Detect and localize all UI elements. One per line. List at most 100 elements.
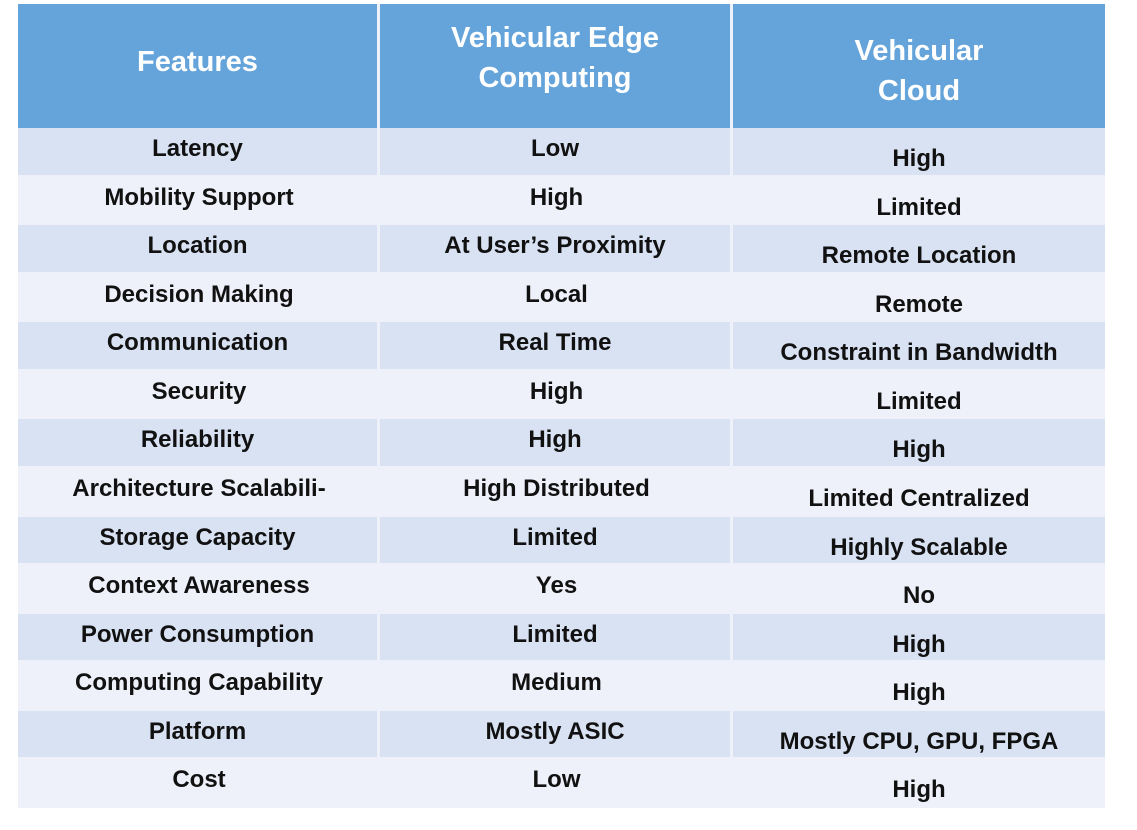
vc-cell: Highly Scalable xyxy=(733,517,1105,566)
feature-cell-text: Cost xyxy=(172,766,226,794)
vc-cell-text: Remote xyxy=(874,290,964,318)
vc-cell-text: Limited xyxy=(876,193,962,221)
vc-cell-text: Remote Location xyxy=(821,242,1017,270)
feature-cell-text: Storage Capacity xyxy=(99,523,296,551)
feature-cell: Mobility Support xyxy=(18,177,380,226)
vec-cell: Local xyxy=(380,274,733,323)
feature-cell: Cost xyxy=(18,759,380,808)
vec-cell-text: Real Time xyxy=(498,329,612,357)
feature-cell-text: Location xyxy=(147,232,248,260)
table-row: Security High Limited xyxy=(18,370,1105,420)
table-row: Mobility Support High Limited xyxy=(18,176,1105,226)
feature-cell: Communication xyxy=(18,322,380,371)
vec-cell: At User’s Proximity xyxy=(380,225,733,274)
vc-cell-text: Limited Centralized xyxy=(808,484,1030,512)
vec-cell: Medium xyxy=(380,662,733,711)
vec-cell: High xyxy=(380,371,733,420)
table-row: Location At User’s Proximity Remote Locati… xyxy=(18,225,1105,274)
vec-cell: Real Time xyxy=(380,322,733,371)
vc-cell: Limited Centralized xyxy=(733,468,1105,517)
feature-cell-text: Platform xyxy=(148,717,247,745)
feature-cell: Latency xyxy=(18,128,380,177)
feature-cell: Location xyxy=(18,225,380,274)
feature-cell-text: Mobility Support xyxy=(104,183,294,211)
header-vec-line2: Computing xyxy=(478,62,632,94)
feature-cell-text: Latency xyxy=(152,135,243,162)
vec-cell-text: Yes xyxy=(535,572,578,600)
feature-cell-text: Computing Capability xyxy=(75,669,323,697)
vc-cell: Limited xyxy=(733,177,1105,226)
feature-cell: Security xyxy=(18,371,380,420)
vc-cell: High xyxy=(733,614,1105,663)
feature-cell: Reliability xyxy=(18,419,380,468)
vc-cell: Remote Location xyxy=(733,225,1105,274)
feature-cell: Storage Capacity xyxy=(18,516,380,566)
vc-cell-text: Highly Scalable xyxy=(830,533,1008,561)
vec-cell-text: Limited xyxy=(512,523,598,551)
header-features-label: Features xyxy=(137,46,258,78)
vec-cell-text: Low xyxy=(532,766,581,794)
vec-cell-text: High xyxy=(528,426,582,454)
feature-cell: Power Consumption xyxy=(18,613,380,663)
table-row: Cost Low High xyxy=(18,759,1105,808)
comparison-table: Features Vehicular Edge Computing Vehicu… xyxy=(18,4,1105,808)
feature-cell-text: Architecture Scalabili- xyxy=(72,474,326,502)
vc-cell: Remote xyxy=(733,274,1105,323)
vec-cell-text: Medium xyxy=(511,669,602,697)
feature-cell-text: Decision Making xyxy=(104,280,294,308)
feature-cell: Architecture Scalabili- xyxy=(18,468,380,517)
vc-cell: No xyxy=(733,565,1105,614)
feature-cell-text: Communication xyxy=(106,329,289,357)
vec-cell: High xyxy=(380,177,733,226)
header-features: Features xyxy=(18,4,380,128)
vc-cell-text: High xyxy=(892,679,946,707)
vec-cell-text: At User’s Proximity xyxy=(444,232,666,260)
header-vec-line1: Vehicular Edge xyxy=(451,22,659,54)
table-row: Decision Making Local Remote xyxy=(18,273,1105,323)
vec-cell-text: Mostly ASIC xyxy=(485,717,625,745)
table-row: Architecture Scalabili- High Distributed L… xyxy=(18,467,1105,517)
table-row: Platform Mostly ASIC Mostly CPU, GPU, FPGA xyxy=(18,710,1105,760)
vec-cell-text: High xyxy=(529,183,584,211)
vc-cell: High xyxy=(733,662,1105,711)
vc-cell: Mostly CPU, GPU, FPGA xyxy=(733,711,1105,760)
vec-cell: High xyxy=(380,419,733,468)
feature-cell: Context Awareness xyxy=(18,565,380,614)
header-vc-line2: Cloud xyxy=(877,75,961,107)
vc-cell: High xyxy=(733,419,1105,468)
table-row: Context Awareness Yes No xyxy=(18,565,1105,614)
vec-cell-text: High Distributed xyxy=(463,474,650,502)
feature-cell-text: Reliability xyxy=(140,426,255,454)
vc-cell-text: High xyxy=(892,630,946,658)
vec-cell: Low xyxy=(380,759,733,808)
vc-cell: High xyxy=(733,128,1105,177)
header-vc-line1: Vehicular xyxy=(854,35,984,67)
vc-cell-text: Constraint in Bandwidth xyxy=(780,339,1058,367)
vc-cell-text: Limited xyxy=(876,387,962,415)
vc-cell-text: High xyxy=(892,145,946,172)
vec-cell: Mostly ASIC xyxy=(380,710,733,760)
vc-cell-text: No xyxy=(903,582,935,610)
vc-cell: High xyxy=(733,759,1105,808)
feature-cell: Decision Making xyxy=(18,274,380,323)
table-row: Reliability High High xyxy=(18,419,1105,468)
table-row: Power Consumption Limited High xyxy=(18,613,1105,663)
vc-cell: Constraint in Bandwidth xyxy=(733,322,1105,371)
vc-cell: Limited xyxy=(733,371,1105,420)
vec-cell: Limited xyxy=(380,516,733,566)
vec-cell-text: High xyxy=(529,377,584,405)
vc-cell-text: Mostly CPU, GPU, FPGA xyxy=(779,727,1059,755)
vec-cell: Low xyxy=(380,128,733,177)
table-row: Computing Capability Medium High xyxy=(18,662,1105,711)
feature-cell: Computing Capability xyxy=(18,662,380,711)
table-row: Storage Capacity Limited Highly Scalable xyxy=(18,516,1105,566)
vec-cell-text: Limited xyxy=(512,620,598,648)
feature-cell-text: Security xyxy=(151,377,247,405)
header-vehicular-cloud: Vehicular Cloud xyxy=(733,4,1105,128)
vc-cell-text: High xyxy=(892,436,946,464)
vc-cell-text: High xyxy=(892,776,946,804)
table-row: Latency Low High xyxy=(18,128,1105,177)
vec-cell: Yes xyxy=(380,565,733,614)
table-row: Communication Real Time Constraint in Band… xyxy=(18,322,1105,371)
feature-cell: Platform xyxy=(18,710,380,760)
